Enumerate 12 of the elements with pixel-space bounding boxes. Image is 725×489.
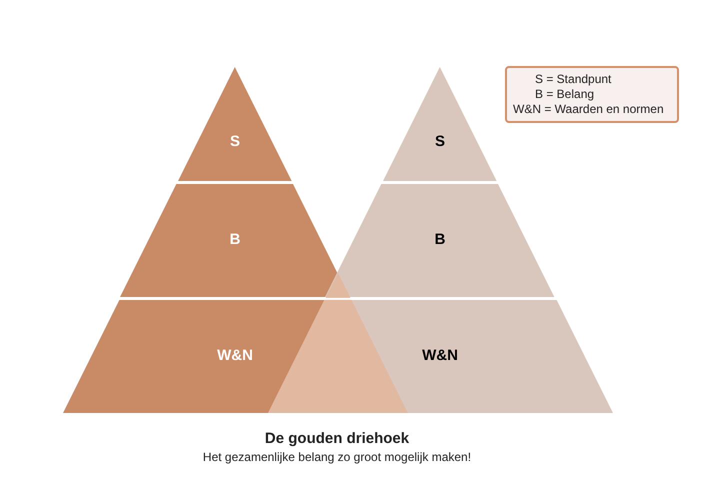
legend-entry: W&N = Waarden en normen	[513, 102, 665, 117]
legend-box	[505, 66, 679, 123]
segment-label: B	[230, 230, 240, 250]
segment-label: S	[230, 132, 240, 152]
segment-label: W&N	[422, 346, 458, 366]
segment-label: B	[434, 230, 446, 250]
legend-entry: B = Belang	[534, 87, 596, 102]
legend-entry: S = Standpunt	[534, 72, 612, 87]
segment-label: W&N	[217, 346, 253, 366]
caption: Het gezamenlijke belang zo groot mogelijk maken!	[202, 449, 472, 466]
segment-label: S	[434, 132, 445, 152]
title: De gouden driehoek	[264, 429, 410, 449]
